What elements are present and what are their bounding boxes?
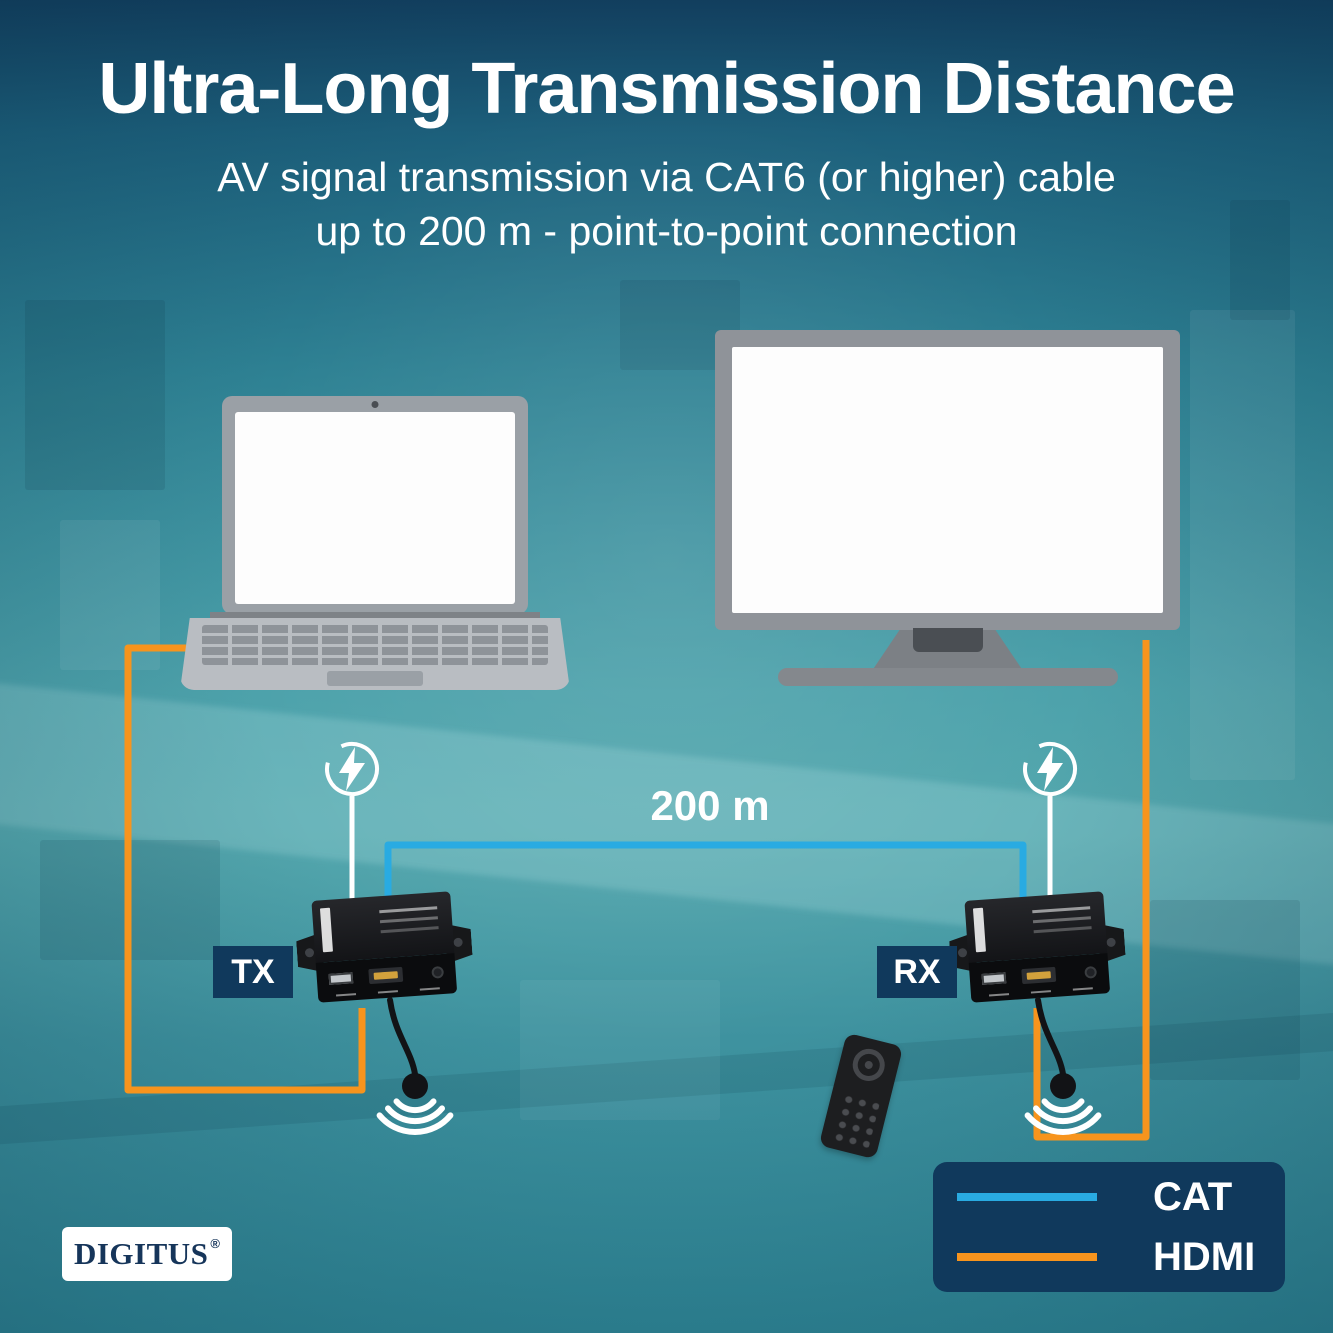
extender-sticker [319, 907, 333, 953]
ir-cable [387, 997, 418, 1077]
extender-top [311, 891, 455, 963]
laptop-webcam [371, 401, 379, 408]
building-block [1230, 200, 1290, 320]
tv-stand-base [777, 668, 1118, 686]
ir-signal-icon [393, 1098, 437, 1114]
building-block [520, 980, 720, 1120]
legend-label-hdmi: HDMI [1153, 1235, 1256, 1279]
legend-row-cat: CAT [957, 1177, 1285, 1217]
dc-power-port [431, 965, 445, 979]
ir-cable [1035, 997, 1066, 1077]
tx-label-text: TX [231, 952, 275, 991]
header: Ultra-Long Transmission Distance AV sign… [0, 48, 1333, 258]
ir-signal-icon [1041, 1098, 1085, 1114]
laptop-illustration [180, 396, 570, 692]
hdmi-cable-source [124, 644, 366, 1094]
legend: CAT HDMI [933, 1162, 1285, 1292]
laptop-display [235, 412, 515, 604]
ir-ball [1050, 1073, 1076, 1099]
extender-sticker [972, 907, 986, 953]
tv-display [732, 347, 1163, 613]
laptop-screen [222, 396, 528, 614]
building-tower [1190, 310, 1295, 780]
legend-row-hdmi: HDMI [957, 1237, 1285, 1277]
tv-stand-notch [912, 628, 983, 652]
distance-label: 200 m [650, 782, 770, 829]
registered-trademark-icon: ® [210, 1236, 221, 1251]
ir-signal-icon [385, 1105, 445, 1125]
rx-label-text: RX [893, 952, 941, 991]
subtitle-line-2: up to 200 m - point-to-point connection [315, 208, 1018, 255]
logo-text: DIGITUS [73, 1236, 209, 1271]
laptop-base [180, 618, 570, 690]
hdmi-line-swatch [957, 1253, 1097, 1261]
laptop-keyboard [202, 625, 548, 665]
subtitle-line-1: AV signal transmission via CAT6 (or high… [217, 154, 1116, 200]
hdmi-port [368, 966, 404, 985]
extender-print [1032, 906, 1091, 914]
tv-illustration [715, 330, 1180, 690]
ir-signal-icon [1033, 1105, 1093, 1125]
power-icon-rx [1023, 742, 1077, 796]
remote-buttons [829, 1089, 881, 1150]
legend-label-cat: CAT [1153, 1175, 1233, 1219]
ir-emitter-rx [1024, 997, 1102, 1135]
laptop-touchpad [327, 671, 423, 686]
building-block [25, 300, 165, 490]
ir-signal-icon [1024, 1112, 1102, 1135]
hdmi-port [1021, 966, 1057, 985]
ir-ball [402, 1073, 428, 1099]
remote-dpad [849, 1045, 889, 1085]
extender-print [379, 906, 438, 914]
hdmi-cable-display [1033, 640, 1150, 1141]
power-circle [1023, 742, 1077, 796]
usb-port [981, 972, 1007, 985]
power-circle [325, 742, 379, 796]
dc-power-port [1084, 965, 1098, 979]
tx-label: TX [213, 946, 293, 998]
lightning-bolt-icon [339, 747, 365, 791]
rx-label: RX [877, 946, 957, 998]
power-icon-tx [325, 742, 379, 796]
lightning-bolt-icon [1037, 747, 1063, 791]
extender-top [964, 891, 1108, 963]
cat-cable [384, 841, 1027, 905]
tv-frame [715, 330, 1180, 630]
ir-emitter-tx [376, 997, 454, 1135]
cat-line-swatch [957, 1193, 1097, 1201]
building-block [1150, 900, 1300, 1080]
digitus-logo: DIGITUS ® [62, 1227, 232, 1281]
page-title: Ultra-Long Transmission Distance [98, 49, 1235, 129]
usb-port [328, 972, 354, 985]
laptop-hinge [210, 612, 540, 619]
ir-signal-icon [376, 1112, 454, 1135]
